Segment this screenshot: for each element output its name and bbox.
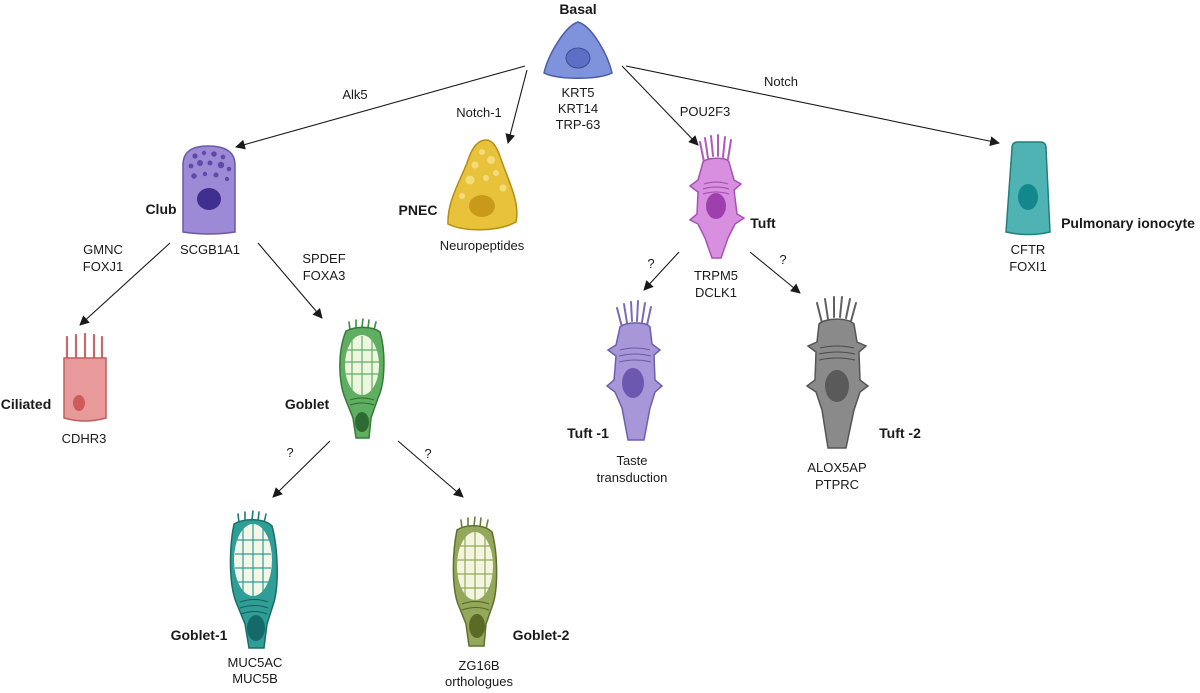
name-goblet: Goblet [285,396,330,412]
arrow-basal-pnec [505,69,528,144]
arrow-club-ciliated [79,242,171,326]
marker-tuft2-alox5ap: ALOX5AP [807,460,866,475]
name-basal: Basal [559,1,596,17]
marker-goblet2-orthologues: orthologues [445,674,513,689]
ionocyte-cell-icon [1005,141,1051,236]
arrow-tuft-tuft1 [643,251,680,291]
arrow-club-goblet [257,242,323,319]
label-alk5: Alk5 [342,87,367,102]
ciliated-cell-icon [63,332,107,422]
cell-markers: KRT5 KRT14 TRP-63 SCGB1A1 Neuropeptides … [62,85,1047,689]
arrow-basal-club [235,65,526,150]
arrow-basal-tuft [621,65,699,146]
pnec-cell-icon [447,139,518,231]
marker-basal-trp63: TRP-63 [556,117,601,132]
name-tuft: Tuft [750,215,776,231]
marker-tuft-trpm5: TRPM5 [694,268,738,283]
marker-basal-krt14: KRT14 [558,101,598,116]
label-question-goblet1: ? [286,445,293,460]
tuft-1-cell-icon [605,300,664,441]
label-question-tuft2: ? [779,252,786,267]
marker-ionocyte-foxi1: FOXI1 [1009,259,1047,274]
name-goblet-2: Goblet-2 [513,627,570,643]
marker-tuft-dclk1: DCLK1 [695,285,737,300]
label-question-tuft1: ? [647,256,654,271]
goblet-cell-icon [339,318,385,439]
name-pnec: PNEC [399,202,438,218]
label-notch-1: Notch-1 [456,105,502,120]
label-gmnc: GMNC [83,242,123,257]
arrow-basal-ionocyte [625,65,1000,147]
marker-goblet1-muc5ac: MUC5AC [228,655,283,670]
name-tuft-1: Tuft -1 [567,425,609,441]
marker-tuft1-transduction: transduction [597,470,668,485]
name-ciliated: Ciliated [1,396,52,412]
tuft-cell-icon [688,134,746,259]
marker-basal-krt5: KRT5 [562,85,595,100]
arrows [79,65,1000,498]
marker-club-scgb1a1: SCGB1A1 [180,242,240,257]
name-tuft-2: Tuft -2 [879,425,921,441]
goblet-2-cell-icon [452,516,498,647]
basal-cell-icon [543,21,613,79]
label-notch: Notch [764,74,798,89]
arrow-goblet-goblet1 [272,440,331,498]
name-club: Club [145,201,176,217]
label-foxa3: FOXA3 [303,268,346,283]
marker-pnec-neuropeptides: Neuropeptides [440,238,525,253]
tuft-2-cell-icon [805,296,870,449]
marker-goblet2-zg16b: ZG16B [458,658,499,673]
name-ionocyte: Pulmonary ionocyte [1061,215,1195,231]
marker-ionocyte-cftr: CFTR [1011,242,1046,257]
name-goblet-1: Goblet-1 [171,627,228,643]
goblet-1-cell-icon [229,510,278,649]
arrow-goblet-goblet2 [397,440,464,498]
label-pou2f3: POU2F3 [680,104,731,119]
transition-labels: Alk5 Notch-1 POU2F3 Notch GMNC FOXJ1 SPD… [83,74,798,461]
cell-names: Basal Club PNEC Tuft Pulmonary ionocyte … [1,1,1195,643]
marker-goblet1-muc5b: MUC5B [232,671,278,686]
club-cell-icon [182,145,236,235]
label-foxj1: FOXJ1 [83,259,123,274]
label-spdef: SPDEF [302,251,345,266]
marker-tuft1-taste: Taste [616,453,647,468]
label-question-goblet2: ? [424,446,431,461]
arrow-tuft-tuft2 [749,251,801,294]
marker-ciliated-cdhr3: CDHR3 [62,431,107,446]
marker-tuft2-ptprc: PTPRC [815,477,859,492]
